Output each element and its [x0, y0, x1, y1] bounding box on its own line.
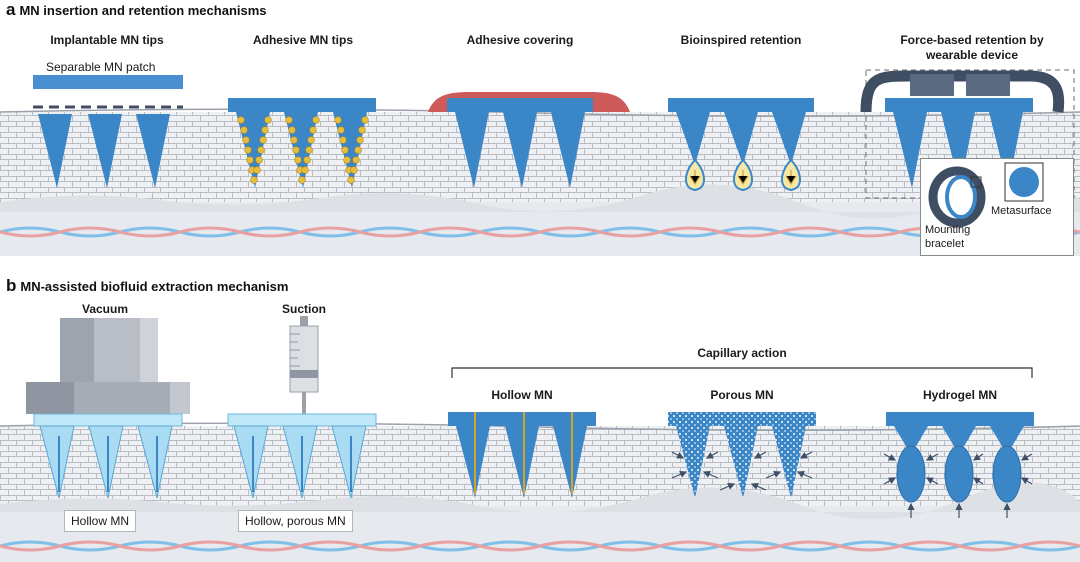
hydrogel-mn — [883, 412, 1034, 518]
capillary-label-porous: Porous MN — [710, 388, 774, 402]
metasurface-icon — [1004, 162, 1044, 202]
col-label-implantable: Implantable MN tips — [50, 33, 164, 47]
skin-layer-b — [0, 422, 1080, 562]
bracelet-icon — [928, 166, 986, 228]
bioinspired-retention — [668, 98, 814, 192]
capillary-heading: Capillary action — [697, 346, 787, 360]
blood-vessels-a — [0, 226, 1080, 238]
caption-hollow-mn: Hollow MN — [64, 510, 137, 532]
panel-a-letter: a — [6, 0, 16, 19]
panel-b-title-text: MN-assisted biofluid extraction mechanis… — [20, 279, 289, 294]
metasurface-inset: Mounting bracelet Metasurface — [920, 158, 1074, 256]
suction-syringe — [227, 316, 377, 499]
inset-label-bracelet: Mounting bracelet — [925, 224, 971, 250]
blood-vessels-b — [0, 540, 1080, 552]
caption-hollow-porous-mn: Hollow, porous MN — [238, 510, 353, 532]
inset-graphic — [928, 162, 1044, 228]
force-based-retention — [860, 69, 1075, 199]
capillary-label-hollow: Hollow MN — [491, 388, 553, 402]
panel-b-letter: b — [6, 276, 17, 295]
adhesive-covering — [428, 92, 630, 188]
col-label-adhesive-tips: Adhesive MN tips — [252, 33, 354, 47]
hollow-mn — [448, 412, 596, 498]
col-label-force-based: Force-based retention by wearable device — [900, 33, 1044, 62]
method-label-suction: Suction — [282, 302, 326, 316]
separable-patch-label: Separable MN patch — [46, 60, 156, 74]
col-label-bioinspired: Bioinspired retention — [680, 33, 802, 47]
vacuum-device — [26, 318, 190, 499]
porous-mn — [668, 412, 816, 498]
panel-a-title-text: MN insertion and retention mechanisms — [19, 3, 267, 18]
adhesive-mn-tips — [228, 98, 376, 188]
inset-label-metasurface: Metasurface — [991, 205, 1052, 217]
method-label-vacuum: Vacuum — [81, 302, 129, 316]
col-label-adhesive-covering: Adhesive covering — [466, 33, 574, 47]
separable-mn-patch — [33, 75, 183, 188]
capillary-bracket — [451, 367, 1033, 378]
capillary-label-hydrogel: Hydrogel MN — [922, 388, 998, 402]
